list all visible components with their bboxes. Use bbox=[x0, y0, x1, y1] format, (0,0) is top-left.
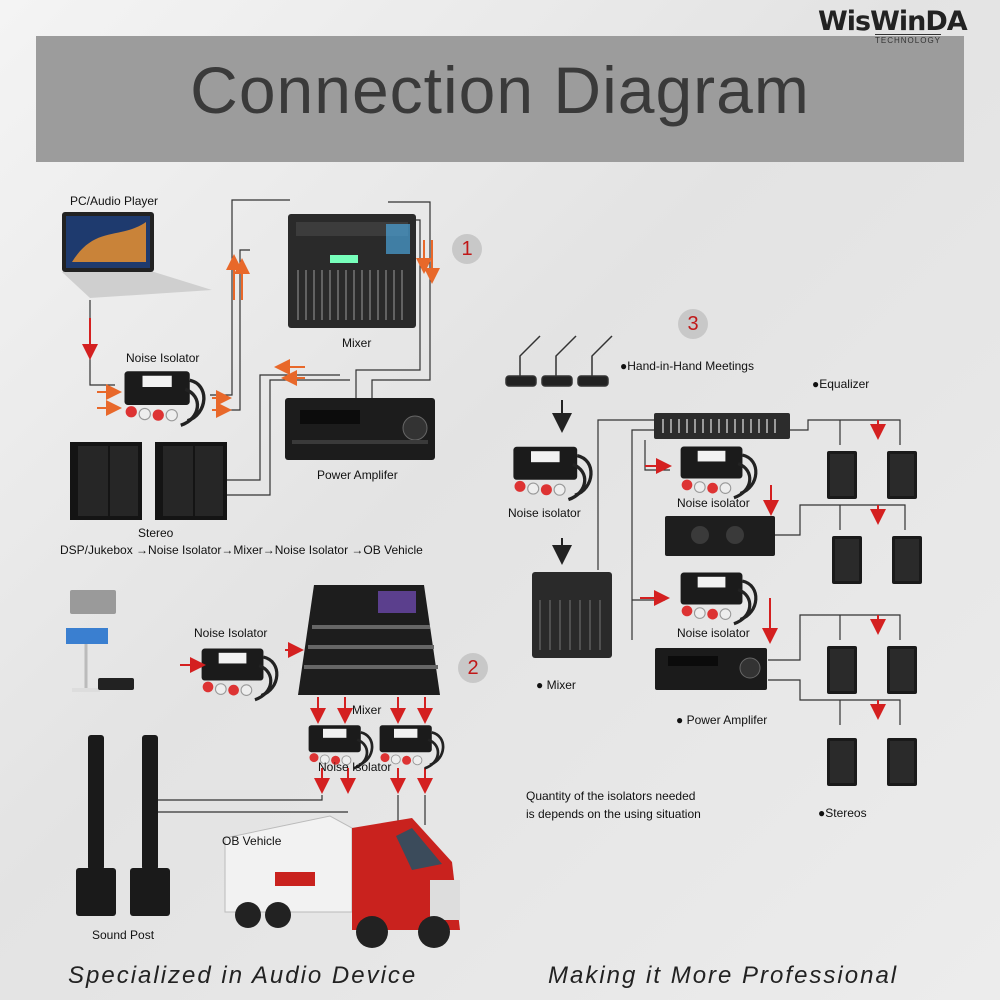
ob-vehicle-label: OB Vehicle bbox=[222, 834, 282, 848]
footer-right-slogan: Making it More Professional bbox=[548, 962, 899, 989]
meetings-label: ●Hand-in-Hand Meetings bbox=[620, 359, 754, 373]
section3-mixer-label: ● Mixer bbox=[536, 678, 576, 692]
section2-sources bbox=[66, 590, 134, 692]
section1-arrows bbox=[82, 240, 440, 418]
section2-number: 2 bbox=[458, 653, 488, 683]
title-banner bbox=[36, 36, 964, 162]
mixer2-device bbox=[298, 585, 440, 695]
stereos-label: ●Stereos bbox=[818, 806, 867, 820]
section2-isolator-label: Noise Isolator bbox=[194, 626, 268, 640]
pc-audio-player-label: PC/Audio Player bbox=[70, 194, 159, 208]
quantity-note-line2: is depends on the using situation bbox=[526, 807, 701, 821]
mixer3-device bbox=[532, 572, 612, 658]
quantity-note-line1: Quantity of the isolators needed bbox=[526, 789, 696, 803]
amp3-device bbox=[655, 648, 767, 690]
stereo-label: Stereo bbox=[138, 526, 174, 540]
equalizer-device bbox=[654, 413, 790, 439]
section3-amp-label: ● Power Amplifer bbox=[676, 713, 768, 727]
section3-number: 3 bbox=[678, 309, 708, 339]
section1-amp-label: Power Amplifer bbox=[317, 468, 398, 482]
page-title: Connection Diagram bbox=[190, 53, 810, 127]
stereos-speakers-section3 bbox=[827, 451, 922, 786]
brand-tagline: TECHNOLOGY bbox=[875, 34, 942, 45]
section3-isolator-label-3: Noise isolator bbox=[677, 626, 750, 640]
section3-isolator-label-2: Noise isolator bbox=[677, 496, 750, 510]
stereo-speakers-section1 bbox=[70, 442, 227, 520]
section1-mixer-label: Mixer bbox=[342, 336, 372, 350]
ob-vehicle-truck bbox=[224, 815, 460, 948]
equalizer-label: ●Equalizer bbox=[812, 377, 870, 391]
amp1-device bbox=[285, 398, 435, 460]
laptop-device bbox=[62, 212, 212, 298]
section1-number: 1 bbox=[452, 234, 482, 264]
mixer1-device bbox=[288, 214, 416, 328]
conference-microphones bbox=[505, 335, 613, 387]
section3-isolator-label: Noise isolator bbox=[508, 506, 581, 520]
footer-left-slogan: Specialized in Audio Device bbox=[68, 962, 418, 989]
section2-isolator-label-2: Noise Isolator bbox=[318, 760, 392, 774]
section2-mixer-label: Mixer bbox=[352, 703, 382, 717]
section1-isolator-label: Noise Isolator bbox=[126, 351, 200, 365]
brand-logo: WisWinDA bbox=[818, 6, 968, 37]
sound-post-speakers bbox=[76, 735, 170, 916]
amplifier-rack-device bbox=[665, 516, 775, 556]
signal-chain-text: DSP/Jukebox →Noise Isolator→Mixer→Noise … bbox=[60, 543, 423, 557]
sound-post-label: Sound Post bbox=[92, 928, 155, 942]
